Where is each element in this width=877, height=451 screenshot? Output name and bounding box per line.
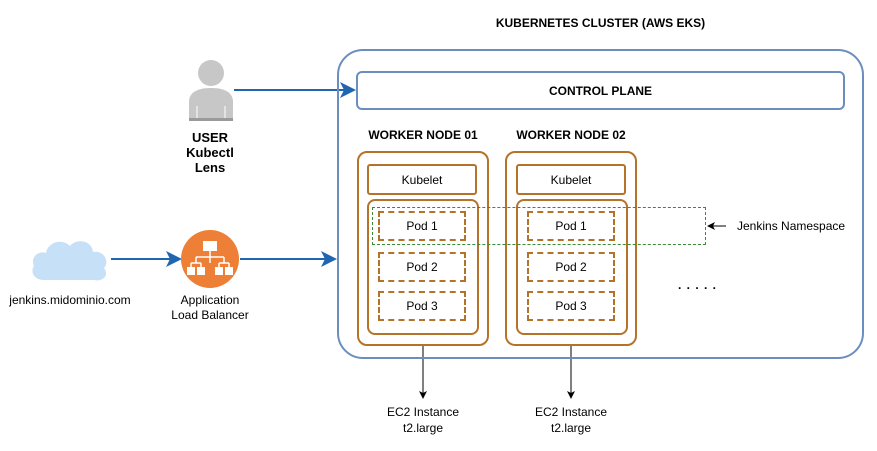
pod-1-node-02[interactable]: Pod 1: [527, 211, 615, 241]
pod-2-node-02[interactable]: Pod 2: [527, 252, 615, 282]
user-label-line1: USER: [191, 130, 229, 145]
worker-node-02-label: WORKER NODE 02: [516, 128, 626, 142]
jenkins-namespace-label: Jenkins Namespace: [737, 219, 846, 233]
pod-group-node-02: [516, 199, 628, 335]
load-balancer-icon: [181, 230, 239, 288]
cluster-container: [337, 49, 864, 359]
internet-domain-label: jenkins.midominio.com: [9, 293, 131, 307]
pod-1-node-01[interactable]: Pod 1: [378, 211, 466, 241]
cloud-icon: [32, 241, 107, 281]
more-nodes-ellipsis: . . . . .: [678, 278, 718, 292]
cluster-title: KUBERNETES CLUSTER (AWS EKS): [495, 16, 706, 30]
alb-label-line1: Application: [180, 293, 240, 307]
pod-2-node-01[interactable]: Pod 2: [378, 252, 466, 282]
user-icon: [189, 60, 233, 121]
pod-3-node-01[interactable]: Pod 3: [378, 291, 466, 321]
kubelet-node-01[interactable]: Kubelet: [367, 164, 477, 195]
jenkins-namespace-boundary: [372, 207, 706, 245]
user-label-line2: Kubectl: [186, 145, 234, 160]
user-label-line3: Lens: [194, 160, 226, 175]
ec2-type-node-02: t2.large: [550, 421, 592, 435]
ec2-instance-node-01: EC2 Instance: [386, 405, 460, 419]
pod-group-node-01: [367, 199, 479, 335]
ec2-instance-node-02: EC2 Instance: [534, 405, 608, 419]
worker-node-02[interactable]: [505, 151, 637, 346]
kubelet-node-02[interactable]: Kubelet: [516, 164, 626, 195]
pod-3-node-02[interactable]: Pod 3: [527, 291, 615, 321]
alb-label-line2: Load Balancer: [171, 308, 249, 322]
control-plane[interactable]: CONTROL PLANE: [356, 71, 845, 110]
worker-node-01-label: WORKER NODE 01: [368, 128, 478, 142]
worker-node-01[interactable]: [357, 151, 489, 346]
ec2-type-node-01: t2.large: [402, 421, 444, 435]
